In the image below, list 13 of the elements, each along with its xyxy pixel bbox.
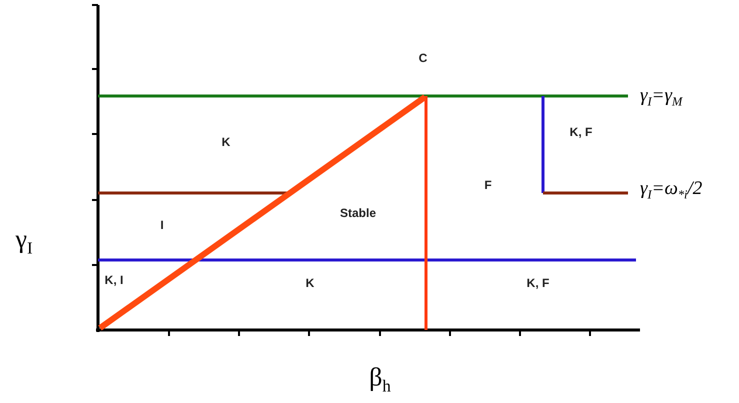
region-label: K [222,136,230,148]
curve-label: γ$_{I}$=γ$_{M}$ [640,86,682,108]
region-label: F [484,179,492,191]
axis-label: γ$_{I}$ [15,226,33,258]
curve-label: γ$_{I}$=ω$_{*i}$/2 [640,178,702,202]
region-label: I [160,219,164,231]
region-label: K, I [104,274,124,286]
region-label: K, F [526,277,550,289]
region-label: Stable [340,207,376,219]
region-label: C [418,52,428,64]
axis-label: β$_{h}$ [369,364,391,396]
region-label: K [306,277,314,289]
region-label: K, F [570,126,592,138]
